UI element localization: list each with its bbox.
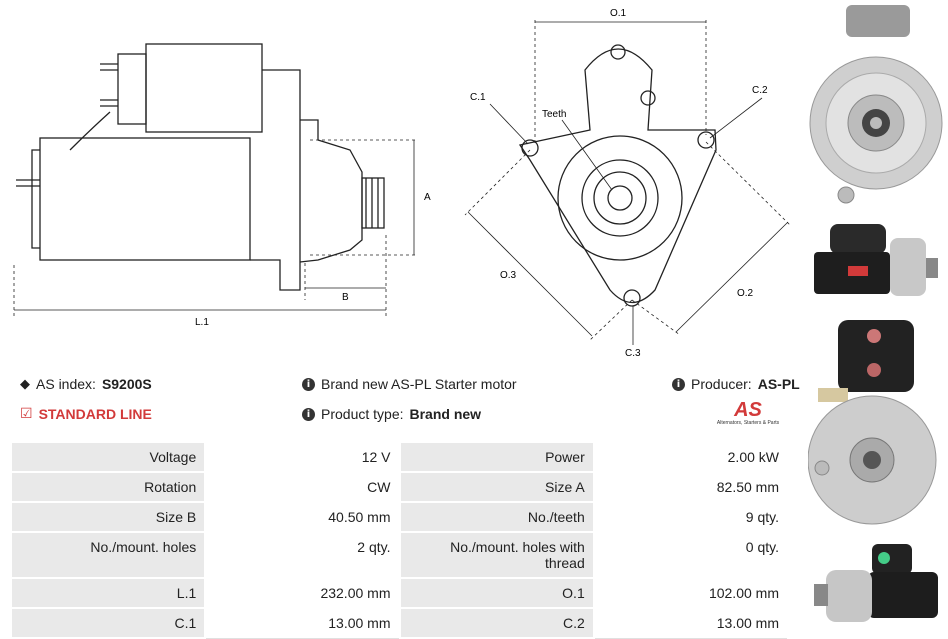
product-type-label: Product type: xyxy=(321,406,404,422)
info-icon: i xyxy=(302,377,315,391)
info-icon: i xyxy=(302,407,315,421)
label-teeth: Teeth xyxy=(542,109,566,120)
motor-body xyxy=(39,137,251,261)
label-c3: C.3 xyxy=(625,348,641,359)
table-row: Rotation CW Size A 82.50 mm xyxy=(9,471,790,503)
logo-tagline: Alternators, Starters & Parts xyxy=(716,420,780,426)
spec-value: 13.00 mm xyxy=(593,607,790,639)
spec-value: 9 qty. xyxy=(593,501,790,533)
spec-key: C.2 xyxy=(398,607,595,639)
spec-value: 2.00 kW xyxy=(593,441,790,473)
spec-key: No./mount. holes with thread xyxy=(398,531,595,579)
brand-text: Brand new AS-PL Starter motor xyxy=(321,376,517,392)
spec-value: 40.50 mm xyxy=(204,501,401,533)
spec-key: Size A xyxy=(398,471,595,503)
label-l1: L.1 xyxy=(195,317,209,328)
producer-row: i Producer: AS-PL xyxy=(672,376,800,392)
spec-key: No./mount. holes xyxy=(9,531,207,579)
product-photo-front xyxy=(809,5,943,204)
standard-line-label: STANDARD LINE xyxy=(38,406,152,422)
spec-key: Size B xyxy=(9,501,207,533)
spec-key: Voltage xyxy=(9,441,207,473)
brand-row: i Brand new AS-PL Starter motor xyxy=(302,376,517,392)
spec-key: Power xyxy=(398,441,595,473)
spec-value: 82.50 mm xyxy=(593,471,790,503)
producer-label: Producer: xyxy=(691,376,752,392)
spec-key: Rotation xyxy=(9,471,207,503)
producer-value: AS-PL xyxy=(757,376,800,392)
label-o3: O.3 xyxy=(500,270,517,281)
spec-key: L.1 xyxy=(9,577,207,609)
table-row: L.1 232.00 mm O.1 102.00 mm xyxy=(9,577,790,609)
standard-line-row: ☑ STANDARD LINE xyxy=(20,406,152,422)
label-b: B xyxy=(342,292,349,303)
table-row: C.1 13.00 mm C.2 13.00 mm xyxy=(9,607,790,639)
technical-drawing: L.1 B A O.1 C.1 C.2 Teeth O.3 O.2 C.3 xyxy=(13,8,791,359)
spec-value: 232.00 mm xyxy=(204,577,401,609)
spec-value: CW xyxy=(204,471,401,503)
spec-value: 0 qty. xyxy=(593,531,790,579)
product-type-row: i Product type: Brand new xyxy=(302,406,481,422)
spec-table: Voltage 12 V Power 2.00 kW Rotation CW S… xyxy=(9,441,790,639)
spec-key: No./teeth xyxy=(398,501,595,533)
label-a: A xyxy=(424,192,431,203)
product-type-value: Brand new xyxy=(409,406,482,422)
logo-text: AS xyxy=(734,399,762,421)
as-pl-logo: AS Alternators, Starters & Parts xyxy=(703,400,793,426)
label-o2: O.2 xyxy=(737,288,754,299)
solenoid xyxy=(145,43,263,133)
label-o1: O.1 xyxy=(610,8,627,19)
product-photo-rear xyxy=(808,320,937,525)
label-c2: C.2 xyxy=(752,85,768,96)
checkbox-icon: ☑ xyxy=(20,406,33,422)
label-c1: C.1 xyxy=(470,92,486,103)
table-row: Voltage 12 V Power 2.00 kW xyxy=(9,441,790,473)
as-index-value: S9200S xyxy=(101,376,152,392)
product-photo-side xyxy=(814,224,938,296)
product-photo-angle xyxy=(814,544,938,622)
table-row: Size B 40.50 mm No./teeth 9 qty. xyxy=(9,501,790,533)
front-view-flange xyxy=(518,44,717,307)
tag-icon: ◆ xyxy=(20,376,30,391)
spec-key: C.1 xyxy=(9,607,207,639)
spec-value: 12 V xyxy=(204,441,401,473)
spec-value: 102.00 mm xyxy=(593,577,790,609)
spec-value: 13.00 mm xyxy=(204,607,401,639)
spec-key: O.1 xyxy=(398,577,595,609)
table-row: No./mount. holes 2 qty. No./mount. holes… xyxy=(9,531,790,579)
as-index-label: AS index: xyxy=(36,376,96,392)
pinion xyxy=(361,177,385,229)
info-icon: i xyxy=(672,377,685,391)
spec-value: 2 qty. xyxy=(204,531,401,579)
as-index-row: ◆ AS index: S9200S xyxy=(20,376,152,392)
